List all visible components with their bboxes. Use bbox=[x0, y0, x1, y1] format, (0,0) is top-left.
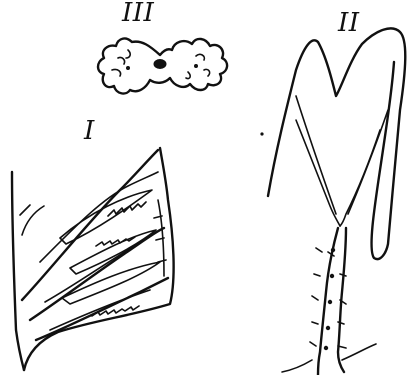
figure-two-label: II bbox=[338, 10, 360, 36]
branch-2-inner bbox=[45, 244, 138, 302]
spiky-vein-1 bbox=[108, 202, 146, 216]
lobe-detail-left bbox=[112, 50, 130, 76]
cell-nucleus-spot bbox=[154, 59, 167, 69]
branch-1-inner bbox=[40, 172, 158, 262]
branch-2 bbox=[30, 228, 164, 320]
stem-node-3 bbox=[328, 300, 332, 304]
stem-node-5 bbox=[324, 346, 328, 350]
main-stem bbox=[12, 172, 24, 370]
fork-outer-outline bbox=[268, 28, 405, 259]
fork-inner-left bbox=[296, 120, 340, 226]
figure-one-label: I bbox=[84, 118, 95, 144]
opening-2 bbox=[70, 230, 156, 274]
stem-base-branch bbox=[282, 344, 376, 372]
stem-node-1 bbox=[331, 248, 335, 252]
stem-node-4 bbox=[326, 326, 330, 330]
figure-two-forked-structure bbox=[268, 28, 405, 375]
cell-dot-right bbox=[194, 64, 198, 68]
small-side-twig bbox=[20, 205, 44, 235]
figure-one-branching-structure bbox=[12, 148, 174, 370]
cell-dot-left bbox=[126, 66, 130, 70]
fork-left-outer-edge bbox=[296, 96, 336, 214]
stray-dot bbox=[260, 132, 263, 135]
figure-three-label: III bbox=[122, 0, 154, 26]
stem-node-2 bbox=[330, 274, 334, 278]
figure-three-lobed-cell bbox=[98, 39, 227, 94]
